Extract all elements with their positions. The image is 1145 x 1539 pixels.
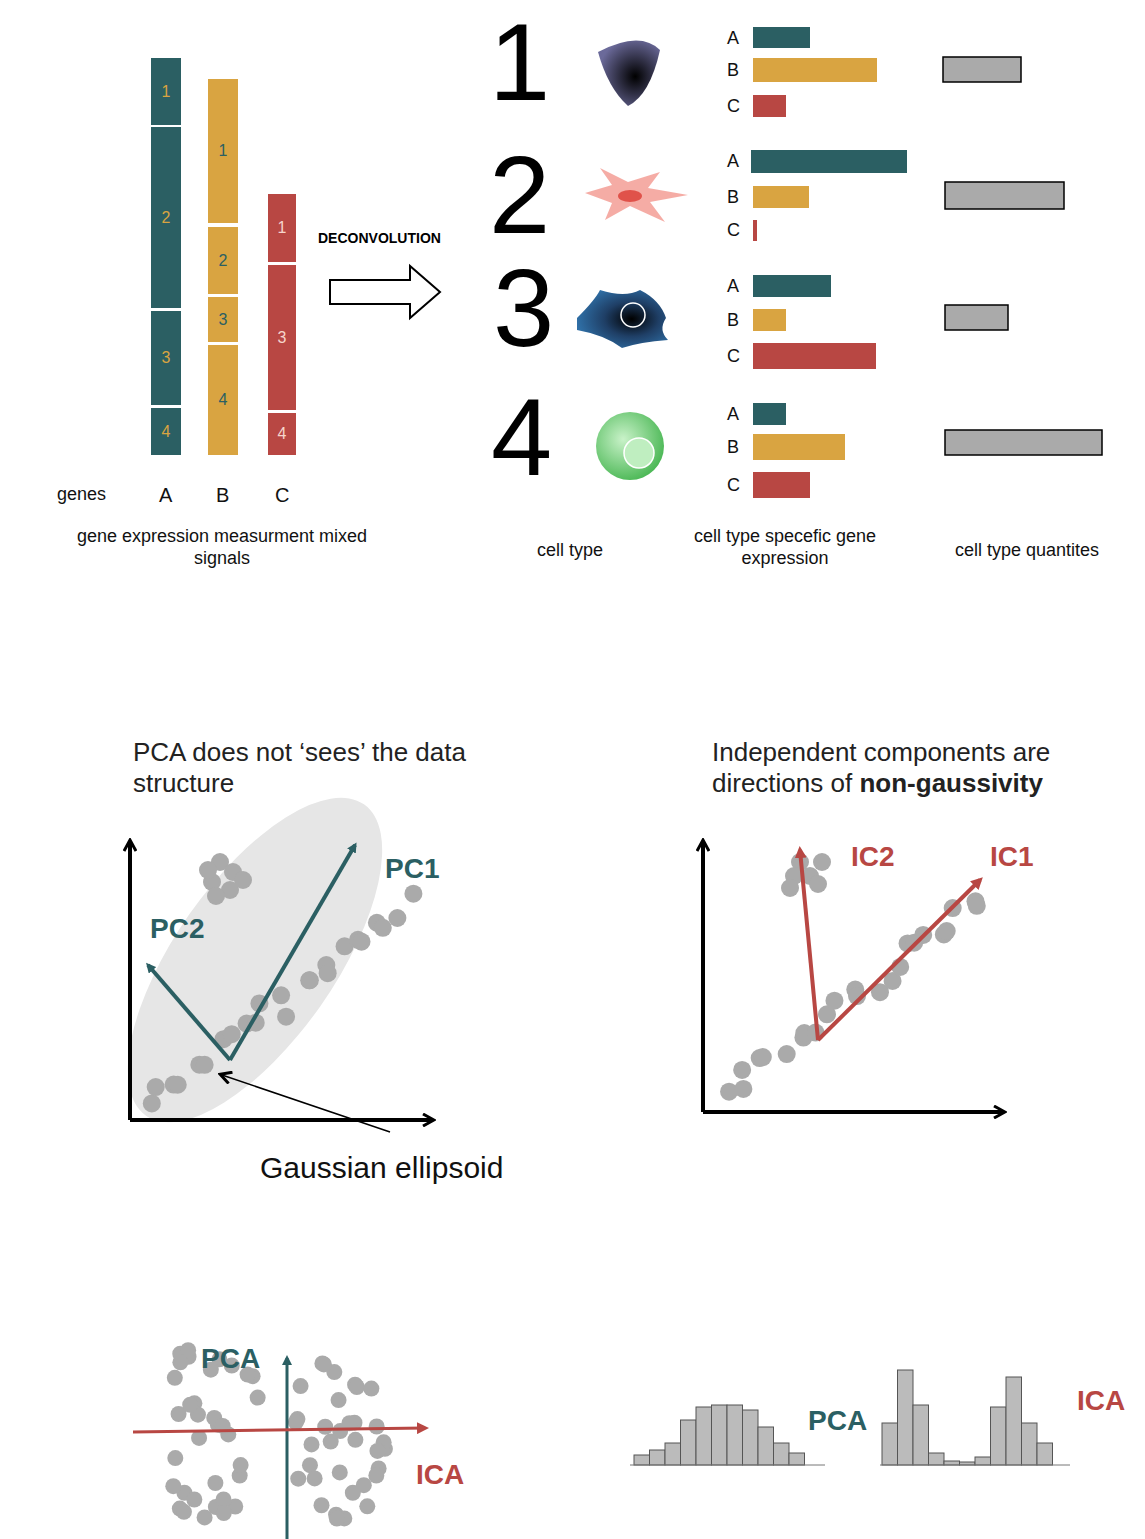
panel-title: PCA does not ‘sees’ the data structure (133, 737, 473, 799)
gaussian-ellipsoid (80, 758, 429, 1161)
segment-number: 3 (219, 311, 228, 329)
histograms (634, 1370, 1053, 1465)
cell-icon (577, 290, 668, 348)
gene-label: C (727, 220, 740, 242)
caption: cell type specefic gene expression (685, 526, 885, 569)
caption: gene expression measurment mixed signals (72, 526, 372, 569)
segment-number: 2 (162, 209, 171, 227)
callout-label: Gaussian ellipsoid (260, 1150, 503, 1186)
gene-label: A (727, 404, 739, 426)
arrow-label: DECONVOLUTION (318, 230, 441, 247)
gene-label: C (727, 96, 740, 118)
component-label: PC1 (385, 852, 439, 886)
cell-nucleus (621, 303, 645, 327)
cell-number: 1 (489, 7, 550, 117)
histogram-axes (630, 1465, 1070, 1466)
caption: cell type quantites (955, 540, 1099, 562)
bar-segment: 1 (151, 58, 181, 125)
data-points (143, 853, 986, 1526)
axis-label: ICA (416, 1458, 464, 1492)
deconvolution-arrow (330, 266, 440, 318)
leader-line (222, 1075, 390, 1132)
gene-label: C (727, 475, 740, 497)
component-label: PC2 (150, 912, 204, 946)
bar-segment: 4 (151, 408, 181, 455)
gene-label: B (727, 310, 739, 332)
cell-icon (596, 412, 664, 480)
segment-number: 1 (162, 83, 171, 101)
cell-icon (598, 40, 660, 106)
ica-axis (133, 1428, 425, 1432)
segment-number: 3 (162, 349, 171, 367)
segment-number: 1 (278, 219, 287, 237)
bar-segment: 1 (208, 79, 238, 223)
bar-segment: 1 (268, 194, 296, 262)
pca-axis (286, 1358, 289, 1539)
gene-label: A (727, 276, 739, 298)
cell-number: 2 (489, 140, 550, 250)
caption: cell type (537, 540, 603, 562)
bar-segment: 3 (268, 265, 296, 410)
cell-number: 4 (491, 382, 552, 492)
cell-nucleus (618, 190, 642, 202)
segment-number: 4 (278, 425, 287, 443)
axis-label: PCA (201, 1342, 260, 1376)
gene-label: A (159, 483, 172, 507)
bar-segment: 3 (208, 297, 238, 342)
segment-number: 2 (219, 252, 228, 270)
axis-title: genes (57, 484, 106, 506)
ic-arrows (800, 850, 980, 1040)
gene-label: B (216, 483, 229, 507)
cell-number: 3 (493, 253, 554, 363)
component-label: IC2 (851, 840, 895, 874)
emphasis-term: non-gaussivity (859, 768, 1042, 799)
component-label: IC1 (990, 840, 1034, 874)
bar-segment: 4 (208, 345, 238, 455)
bar-segment: 3 (151, 311, 181, 405)
gene-label: B (727, 60, 739, 82)
segment-number: 4 (219, 391, 228, 409)
expression-bars (751, 27, 907, 498)
bar-segment: 2 (151, 127, 181, 308)
gene-label: A (727, 28, 739, 50)
bar-segment: 4 (268, 413, 296, 455)
segment-number: 3 (278, 329, 287, 347)
segment-number: 4 (162, 423, 171, 441)
bar-segment: 2 (208, 227, 238, 294)
panel-title: Independent components are directions of… (712, 737, 1122, 799)
quantity-bars (943, 57, 1102, 455)
gene-label: A (727, 151, 739, 173)
gene-label: B (727, 187, 739, 209)
gene-label: B (727, 437, 739, 459)
gene-label: C (727, 346, 740, 368)
axes (130, 842, 1003, 1120)
cell-nucleus (624, 438, 654, 468)
segment-number: 1 (219, 142, 228, 160)
gene-label: C (275, 483, 289, 507)
histogram-label: ICA (1077, 1384, 1125, 1418)
pc-arrows (148, 845, 355, 1060)
cell-icon (585, 168, 688, 222)
histogram-label: PCA (808, 1404, 867, 1438)
